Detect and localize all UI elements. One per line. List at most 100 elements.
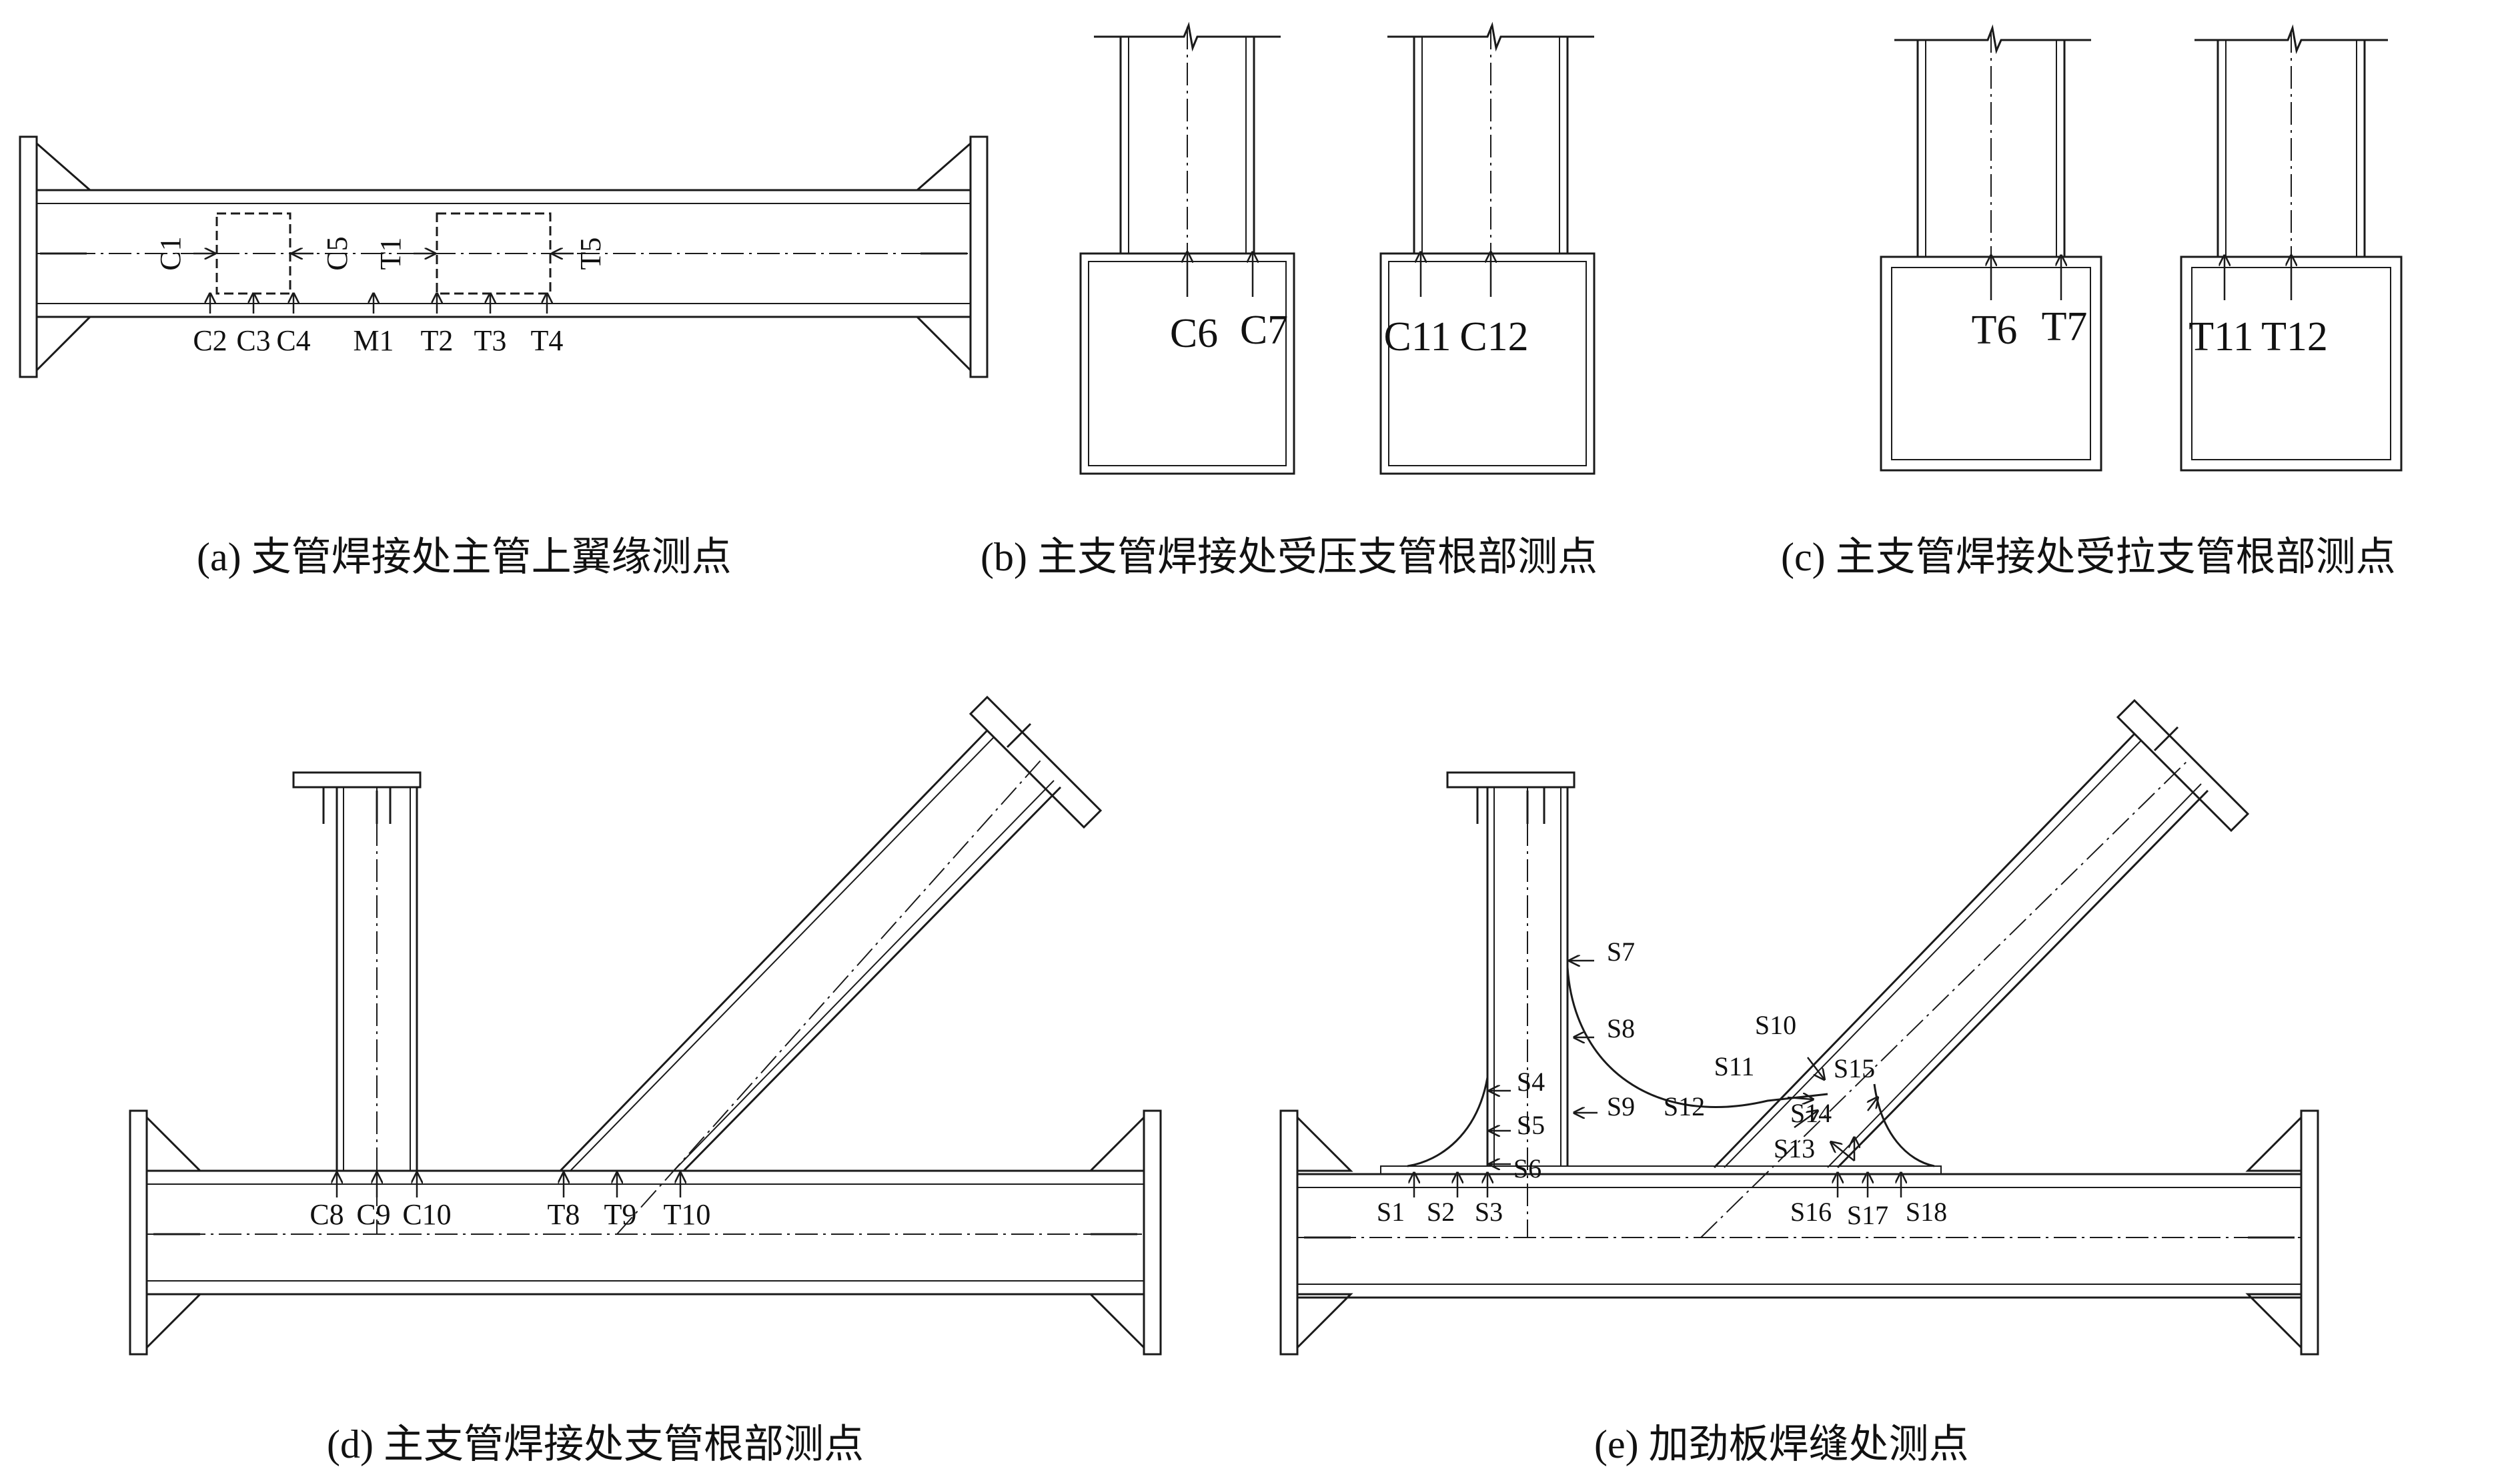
measurement-point-t4: T4 [531, 294, 564, 357]
caption-e: (e) 加劲板焊缝处测点 [1594, 1422, 1969, 1466]
measurement-label: S9 [1607, 1091, 1635, 1121]
panel-c-tension-branch-root [1880, 24, 2403, 472]
measurement-label: S5 [1517, 1110, 1545, 1140]
measurement-label: C6 [1170, 311, 1218, 356]
measurement-point-t10: T10 [664, 1173, 711, 1231]
caption-b: (b) 主支管焊接处受压支管根部测点 [981, 535, 1598, 579]
measurement-label: T2 [421, 324, 454, 357]
measurement-point-c6: C6 [1170, 252, 1218, 356]
measurement-label: M1 [353, 324, 394, 357]
measurement-label: T6 [1972, 308, 2018, 353]
measurement-point-s9: S9 [1574, 1091, 1635, 1121]
measurement-label: C2 [193, 324, 227, 357]
measurement-label: S12 [1664, 1091, 1705, 1121]
measurement-label: S18 [1906, 1197, 1947, 1227]
measurement-arrow [1807, 1057, 1824, 1079]
measurement-point-t8: T8 [548, 1173, 580, 1231]
measurement-point-s13: S13 [1774, 1133, 1855, 1163]
measurement-point-c5: C5 [292, 236, 354, 271]
measurement-arrow [1787, 1097, 1813, 1099]
measurement-point-t9: T9 [604, 1173, 637, 1231]
measurement-label: C11 [1383, 314, 1451, 360]
measurement-label: C12 [1459, 314, 1528, 360]
measurement-label: S4 [1517, 1067, 1545, 1097]
measurement-point-t1: T1 [374, 237, 435, 270]
measurement-label: C8 [309, 1198, 344, 1231]
measurement-point-t2: T2 [421, 294, 454, 357]
measurement-point-t5: T5 [552, 237, 607, 270]
measurement-arrow [1868, 1097, 1878, 1111]
measurement-label: S15 [1834, 1053, 1875, 1083]
measurement-label: S6 [1513, 1153, 1541, 1183]
measurement-label: T5 [574, 237, 607, 270]
measurement-point-c3: C3 [236, 294, 271, 357]
measurement-point-s8: S8 [1574, 1013, 1635, 1043]
caption-d: (d) 主支管焊接处支管根部测点 [327, 1422, 864, 1466]
measurement-point-c9: C9 [356, 1173, 391, 1231]
measurement-point-s14: S14 [1790, 1098, 1854, 1161]
measurement-point-s12: S12 [1664, 1091, 1818, 1129]
measurement-point-s2: S2 [1427, 1173, 1457, 1227]
measurement-label: S11 [1714, 1051, 1755, 1081]
caption-a: (a) 支管焊接处主管上翼缘测点 [197, 535, 732, 579]
measurement-label: T4 [531, 324, 564, 357]
measurement-point-s6: S6 [1489, 1153, 1541, 1183]
measurement-arrow [1831, 1142, 1855, 1161]
measurement-point-s17: S17 [1847, 1173, 1888, 1230]
panel-a-flange-plan [19, 135, 989, 378]
measurement-point-c2: C2 [193, 294, 227, 357]
measurement-label: C5 [321, 236, 354, 270]
measurement-point-s10: S10 [1755, 1010, 1824, 1079]
measurement-label: C3 [236, 324, 270, 357]
measurement-label: S16 [1790, 1197, 1832, 1227]
measurement-point-s5: S5 [1489, 1110, 1545, 1140]
measurement-point-s11: S11 [1714, 1051, 1813, 1099]
measurement-point-c12: C12 [1459, 252, 1529, 360]
measurement-point-c7: C7 [1240, 252, 1288, 353]
measurement-label: T8 [548, 1198, 580, 1231]
measurement-label: T1 [374, 237, 407, 270]
measurement-label: T7 [2042, 304, 2088, 350]
measurement-point-s3: S3 [1475, 1173, 1503, 1227]
measurement-label: S14 [1790, 1098, 1832, 1128]
measurement-point-c4: C4 [276, 294, 311, 357]
measurement-label: T10 [664, 1198, 711, 1231]
measurement-point-t11: T11 [2188, 256, 2254, 360]
measurement-point-s4: S4 [1489, 1067, 1545, 1097]
measurement-point-c1: C1 [154, 236, 215, 271]
measurement-label: C10 [402, 1198, 451, 1231]
measurement-point-c10: C10 [402, 1173, 452, 1231]
measurement-label: S3 [1475, 1197, 1503, 1227]
measurement-arrow [1794, 1111, 1818, 1129]
measurement-point-t6: T6 [1972, 256, 2018, 353]
measurement-point-s18: S18 [1901, 1173, 1947, 1227]
measurement-point-s1: S1 [1377, 1173, 1414, 1227]
measurement-point-t3: T3 [474, 294, 507, 357]
measurement-point-c8: C8 [309, 1173, 344, 1231]
measurement-label: T3 [474, 324, 507, 357]
measurement-label: S10 [1755, 1010, 1796, 1040]
measurement-point-s7: S7 [1569, 937, 1635, 967]
measurement-label: T12 [2261, 314, 2328, 360]
measurement-label: T11 [2188, 314, 2254, 360]
measurement-label: C9 [356, 1198, 390, 1231]
panel-d-joint-elevation [129, 695, 1162, 1356]
measurement-label: C7 [1240, 308, 1288, 353]
caption-c: (c) 主支管焊接处受拉支管根部测点 [1781, 535, 2396, 579]
measurement-label: T9 [604, 1198, 637, 1231]
measurement-label: S13 [1774, 1133, 1815, 1163]
measurement-label: S8 [1607, 1013, 1635, 1043]
panel-b-compression-branch-root [1079, 21, 1596, 475]
measurement-point-t12: T12 [2261, 256, 2328, 360]
measurement-point-c11: C11 [1383, 252, 1451, 360]
measurement-point-s15: S15 [1834, 1053, 1878, 1111]
measurement-label: C1 [154, 236, 187, 270]
measurement-label: C4 [276, 324, 310, 357]
measurement-label: S17 [1847, 1200, 1888, 1230]
measurement-point-t7: T7 [2042, 256, 2088, 350]
measurement-label: S2 [1427, 1197, 1455, 1227]
measurement-label: S7 [1607, 937, 1635, 967]
measurement-label: S1 [1377, 1197, 1405, 1227]
measurement-point-m1: M1 [353, 294, 394, 357]
